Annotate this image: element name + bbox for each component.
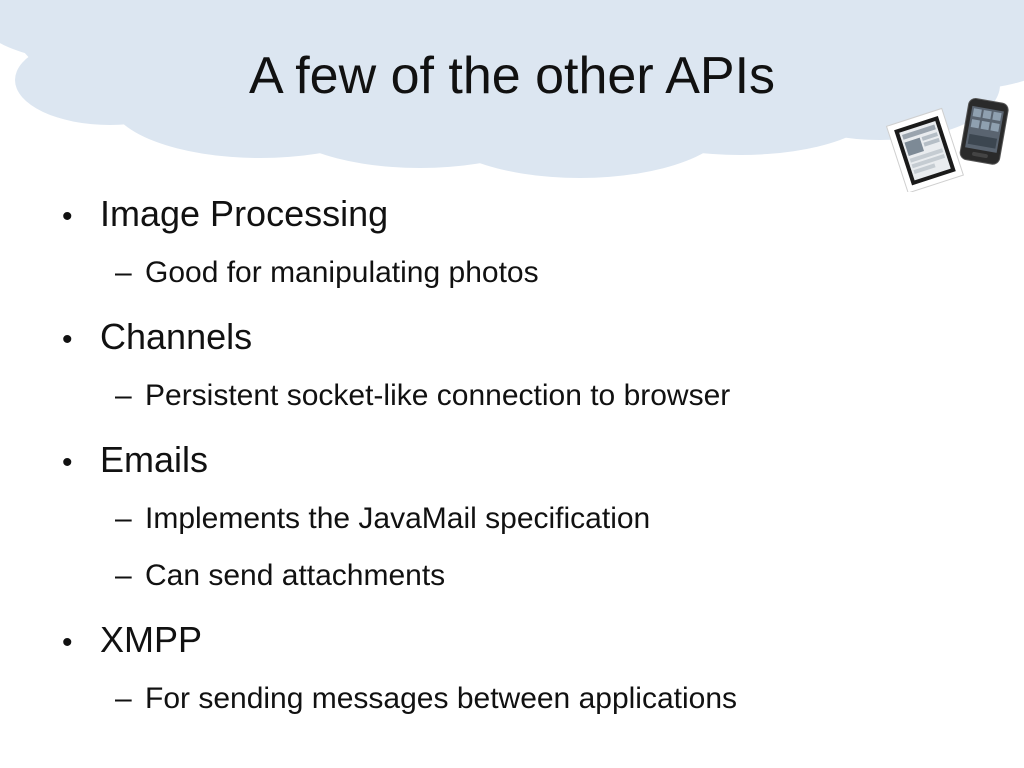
bullet-item: • XMPP (62, 618, 202, 665)
sub-bullet-label: Implements the JavaMail specification (145, 502, 651, 535)
bullet-label: Channels (100, 316, 253, 357)
dash-glyph: – (115, 682, 132, 715)
devices-illustration (885, 97, 1009, 192)
bullet-label: Image Processing (100, 193, 389, 234)
bullet-glyph: • (62, 626, 73, 659)
smartphone-icon (959, 97, 1009, 165)
cloud-shape (0, 0, 1024, 178)
bullet-glyph: • (62, 446, 73, 479)
sub-bullet-item: –Persistent socket-like connection to br… (115, 376, 730, 416)
bullet-glyph: • (62, 323, 73, 356)
bullet-glyph: • (62, 200, 73, 233)
sub-bullet-item: –Can send attachments (115, 556, 445, 596)
dash-glyph: – (115, 502, 132, 535)
bullet-label: XMPP (100, 619, 203, 660)
dash-glyph: – (115, 256, 132, 289)
sub-bullet-label: Can send attachments (145, 559, 446, 592)
bullet-label: Emails (100, 439, 209, 480)
sub-bullet-label: Good for manipulating photos (145, 256, 539, 289)
dash-glyph: – (115, 559, 132, 592)
bullet-item: • Channels (62, 315, 252, 362)
bullet-item: • Image Processing (62, 192, 388, 239)
dash-glyph: – (115, 379, 132, 412)
sub-bullet-item: –Implements the JavaMail specification (115, 499, 650, 539)
sub-bullet-label: Persistent socket-like connection to bro… (145, 379, 731, 412)
sub-bullet-label: For sending messages between application… (145, 682, 738, 715)
slide-title: A few of the other APIs (248, 47, 776, 105)
tablet-icon (885, 107, 964, 192)
bullet-item: • Emails (62, 438, 208, 485)
sub-bullet-item: –Good for manipulating photos (115, 253, 539, 293)
sub-bullet-item: –For sending messages between applicatio… (115, 679, 737, 719)
